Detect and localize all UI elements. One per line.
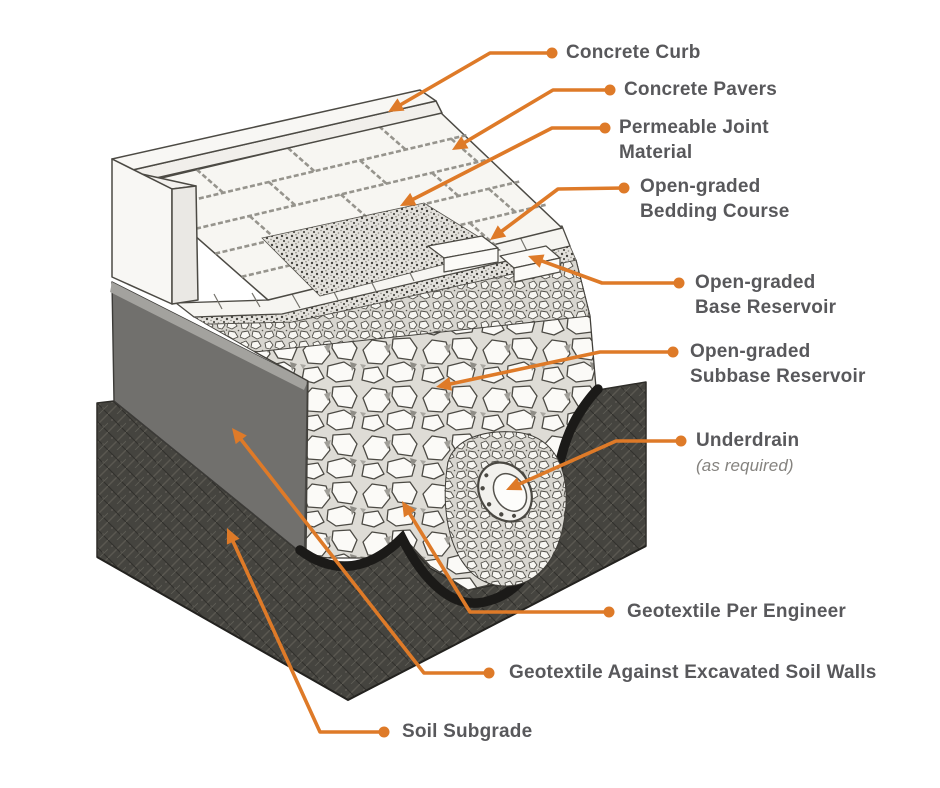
label-permeable-joint-material: Permeable Joint Material xyxy=(619,115,769,165)
connector-concrete-pavers xyxy=(452,84,616,150)
joint-material-exposed-wedge xyxy=(261,202,502,297)
label-open-graded-subbase-reservoir: Open-graded Subbase Reservoir xyxy=(690,339,866,389)
label-text: Geotextile Per Engineer xyxy=(627,601,846,622)
label-open-graded-base-reservoir: Open-graded Base Reservoir xyxy=(695,270,836,320)
connector-base-reservoir xyxy=(528,254,685,289)
label-text: Soil Subgrade xyxy=(402,721,533,742)
connector-bedding-course xyxy=(490,182,630,240)
label-text: Open-graded xyxy=(690,341,811,362)
label-geotextile-per-engineer: Geotextile Per Engineer xyxy=(627,599,846,624)
connector-geotextile-per-engineer xyxy=(402,501,615,618)
label-soil-subgrade: Soil Subgrade xyxy=(402,719,532,744)
connector-subbase-reservoir xyxy=(436,346,679,391)
label-note: (as required) xyxy=(696,456,794,475)
connector-geotextile-walls xyxy=(232,428,495,679)
label-open-graded-bedding-course: Open-graded Bedding Course xyxy=(640,174,790,224)
connector-soil-subgrade xyxy=(226,528,390,738)
label-text: Underdrain xyxy=(696,430,800,451)
label-text: Base Reservoir xyxy=(695,297,837,318)
label-concrete-pavers: Concrete Pavers xyxy=(624,77,777,102)
label-text: Subbase Reservoir xyxy=(690,366,866,387)
label-concrete-curb: Concrete Curb xyxy=(566,40,701,65)
label-text: Open-graded xyxy=(695,272,816,293)
connector-underdrain xyxy=(506,435,687,491)
concrete-curb-block xyxy=(111,89,443,305)
label-underdrain: Underdrain (as required) xyxy=(696,428,799,478)
label-text: Concrete Curb xyxy=(566,42,701,63)
underdrain-assembly xyxy=(444,431,567,587)
label-text: Material xyxy=(619,142,693,163)
label-text: Bedding Course xyxy=(640,201,790,222)
label-geotextile-against-excavated-soil-walls: Geotextile Against Excavated Soil Walls xyxy=(509,660,877,685)
label-text: Geotextile Against Excavated Soil Walls xyxy=(509,662,877,683)
label-text: Permeable Joint xyxy=(619,117,769,138)
geotextile-under-stones xyxy=(295,384,603,608)
label-text: Concrete Pavers xyxy=(624,79,777,100)
label-text: Open-graded xyxy=(640,176,761,197)
connector-concrete-curb xyxy=(388,47,558,112)
connector-permeable-joint-material xyxy=(400,122,611,206)
